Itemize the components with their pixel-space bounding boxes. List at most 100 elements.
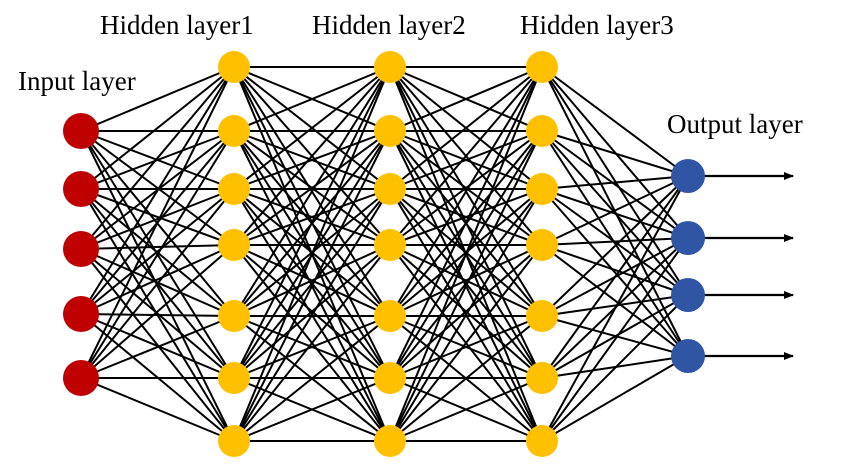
connection-hidden1-2-hidden2-1 [233,66,391,132]
connection-hidden3-2-output-1 [541,130,689,177]
hidden3-node-6 [526,362,558,394]
connection-hidden2-7-hidden3-4 [389,244,543,442]
input-node-1 [63,113,99,149]
output-node-2 [671,221,705,255]
connection-input-1-hidden1-1 [80,66,235,132]
connection-hidden3-7-output-2 [541,237,689,442]
connection-hidden2-5-hidden3-4 [389,244,543,317]
connection-input-4-hidden1-5 [80,313,235,317]
connection-hidden3-7-output-3 [541,294,689,442]
output-node-4 [671,339,705,373]
connection-hidden1-7-hidden2-1 [233,66,391,442]
connection-input-3-hidden1-4 [80,244,235,250]
hidden1-node-3 [218,173,250,205]
connection-hidden1-5-hidden2-4 [233,244,391,317]
hidden3-node-4 [526,229,558,261]
output-node-3 [671,278,705,312]
connection-hidden3-6-output-1 [541,175,689,379]
hidden1-node-4 [218,229,250,261]
connection-hidden3-5-output-3 [541,294,689,317]
connection-hidden1-7-hidden2-5 [233,315,391,442]
connection-input-5-hidden1-1 [80,66,235,379]
connection-hidden1-5-hidden2-1 [233,66,391,317]
hidden2-node-4 [374,229,406,261]
hidden3-node-5 [526,300,558,332]
output-node-1 [671,159,705,193]
hidden1-node-5 [218,300,250,332]
connection-hidden2-5-hidden3-1 [389,66,543,317]
connection-input-2-hidden1-1 [80,66,235,190]
connection-input-4-hidden1-3 [80,188,235,315]
connection-hidden1-4-hidden2-3 [233,188,391,246]
hidden1-node-6 [218,362,250,394]
connection-hidden1-6-hidden2-3 [233,188,391,379]
connections [80,66,689,442]
connection-input-5-hidden1-7 [80,377,235,442]
connection-hidden2-4-hidden3-3 [389,188,543,246]
connection-hidden1-7-hidden2-2 [233,130,391,442]
connection-hidden3-7-output-4 [541,355,689,442]
connection-hidden2-7-hidden3-1 [389,66,543,442]
connection-input-1-hidden1-7 [80,130,235,442]
hidden2-node-2 [374,115,406,147]
connection-hidden1-3-hidden2-1 [233,66,391,190]
input-node-3 [63,231,99,267]
connection-hidden1-4-hidden2-1 [233,66,391,246]
hidden2-node-5 [374,300,406,332]
output-layer-label: Output layer [667,109,803,139]
input-node-2 [63,171,99,207]
connection-hidden1-3-hidden2-2 [233,130,391,190]
connection-hidden1-6-hidden2-4 [233,244,391,379]
output-arrows [703,172,794,360]
connection-hidden2-3-hidden3-2 [389,130,543,190]
connection-input-4-hidden1-4 [80,244,235,315]
connection-hidden3-4-output-4 [541,244,689,357]
connection-input-5-hidden1-4 [80,244,235,379]
hidden-layer2-label: Hidden layer2 [312,10,466,40]
hidden1-node-2 [218,115,250,147]
connection-hidden2-2-hidden3-1 [389,66,543,132]
connection-hidden3-2-output-2 [541,130,689,239]
hidden3-node-1 [526,51,558,83]
connection-hidden2-6-hidden3-5 [389,315,543,379]
connection-hidden1-6-hidden2-1 [233,66,391,379]
connection-hidden3-3-output-1 [541,175,689,190]
connection-hidden3-4-output-1 [541,175,689,246]
connection-hidden2-6-hidden3-1 [389,66,543,379]
hidden1-node-1 [218,51,250,83]
connection-hidden1-7-hidden2-3 [233,188,391,442]
hidden3-node-3 [526,173,558,205]
connection-input-2-hidden1-2 [80,130,235,190]
connection-hidden3-3-output-2 [541,188,689,239]
input-layer-label: Input layer [18,66,136,96]
hidden2-node-1 [374,51,406,83]
hidden2-node-3 [374,173,406,205]
connection-hidden3-4-output-2 [541,237,689,246]
hidden-layer3-label: Hidden layer3 [520,10,674,40]
connection-hidden3-1-output-3 [541,66,689,296]
connection-input-2-hidden1-4 [80,188,235,246]
connection-input-3-hidden1-1 [80,66,235,250]
connection-hidden1-4-hidden2-2 [233,130,391,246]
connection-hidden1-6-hidden2-5 [233,315,391,379]
connection-hidden3-7-output-1 [541,175,689,442]
hidden-layer1-label: Hidden layer1 [100,10,254,40]
connection-hidden2-7-hidden3-5 [389,315,543,442]
connection-hidden1-7-hidden2-6 [233,377,391,442]
connection-input-4-hidden1-1 [80,66,235,315]
connection-hidden2-6-hidden3-4 [389,244,543,379]
connection-input-3-hidden1-3 [80,188,235,250]
input-node-5 [63,360,99,396]
hidden2-node-6 [374,362,406,394]
hidden2-node-7 [374,425,406,457]
connection-hidden3-5-output-1 [541,175,689,317]
connection-hidden3-4-output-3 [541,244,689,296]
connection-hidden2-7-hidden3-3 [389,188,543,442]
connection-input-5-hidden1-3 [80,188,235,379]
hidden3-node-7 [526,425,558,457]
connection-hidden3-3-output-4 [541,188,689,357]
connection-hidden3-6-output-3 [541,294,689,379]
connection-hidden2-3-hidden3-1 [389,66,543,190]
connection-hidden2-7-hidden3-2 [389,130,543,442]
